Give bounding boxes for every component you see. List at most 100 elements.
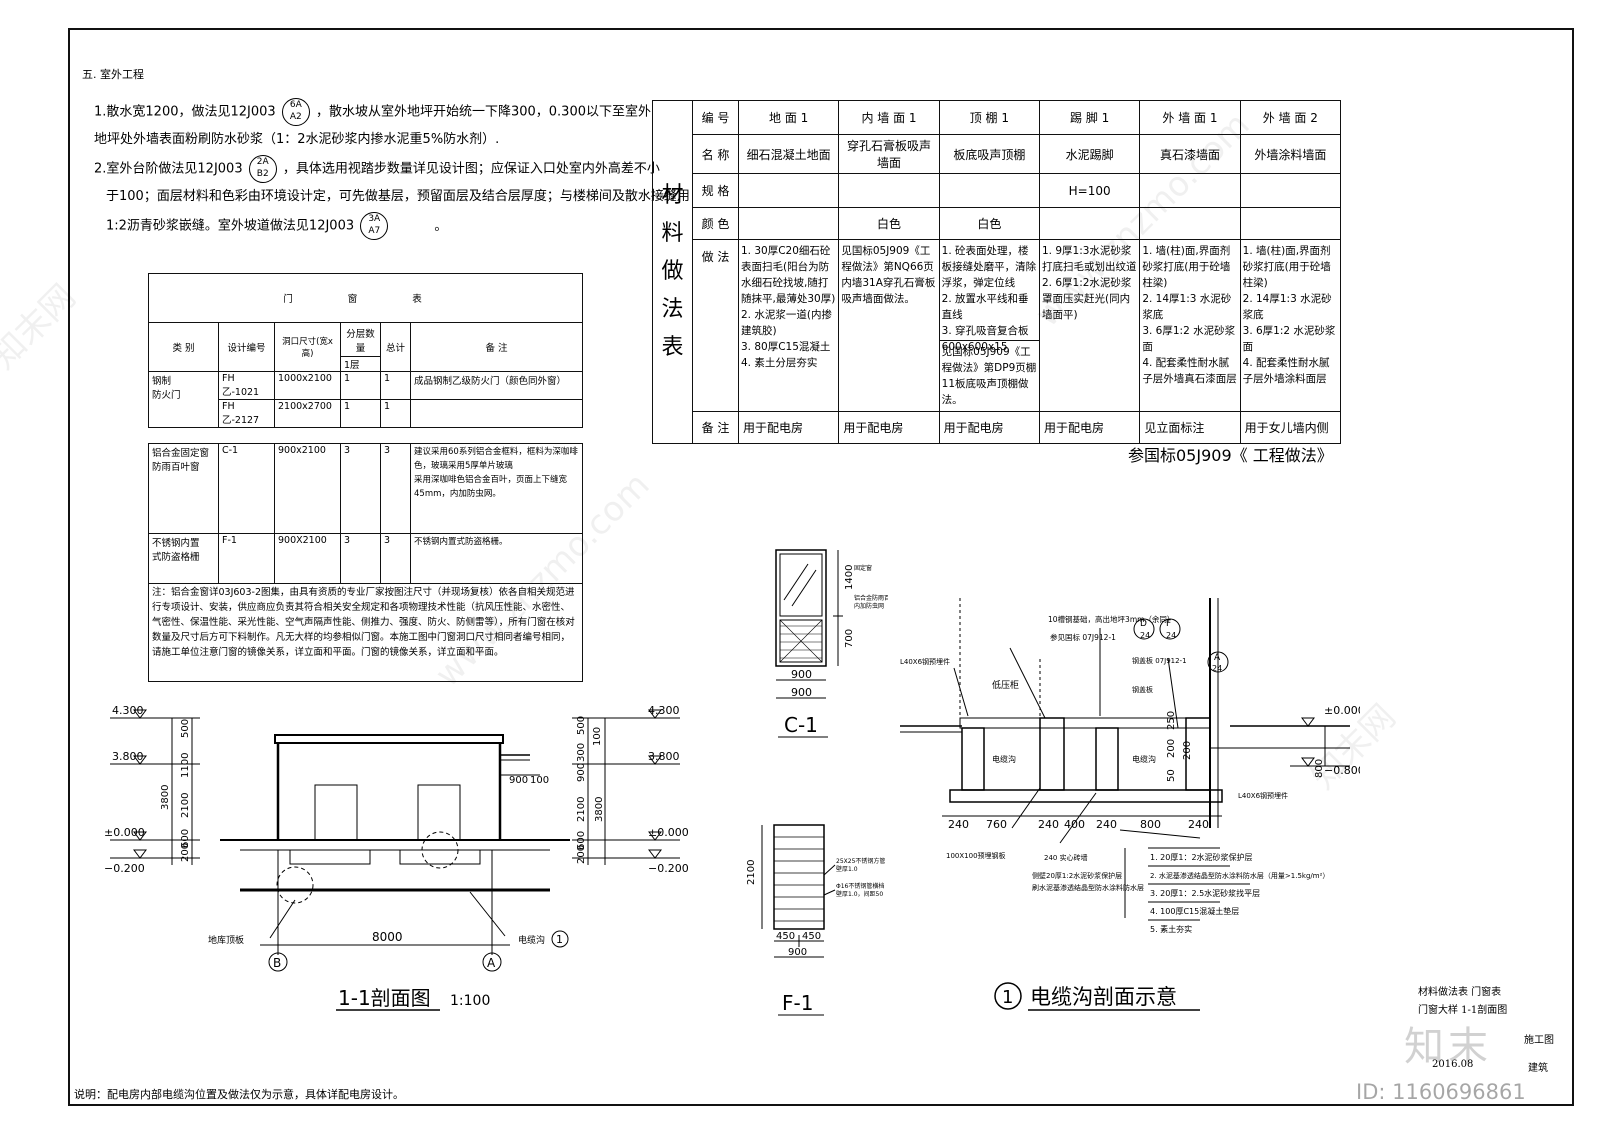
material-table-footnote: 参国标05J909《 工程做法》 xyxy=(1128,446,1333,465)
door-table-note: 注：铝合金窗详03J603-2图集，由具有资质的专业厂家按图注尺寸（并现场复核）… xyxy=(148,583,583,682)
column-color: 白色 xyxy=(938,207,1040,240)
column-method: 1. 墙(柱)面,界面剂砂浆打底(用于砼墙柱梁) 2. 14厚1:3 水泥砂浆底… xyxy=(1239,239,1342,412)
door-row-total: 1 xyxy=(380,399,411,428)
cable-label: L40X6钢预埋件 xyxy=(900,657,950,666)
door-row-total: 3 xyxy=(380,443,411,534)
cable-label: 低压柜 xyxy=(992,679,1019,691)
grille-f1-drawing: 2100 450 450 900 25X25不锈钢方管 壁厚1.0 Φ16不锈钢… xyxy=(746,824,885,1016)
column-method: 1. 30厚C20细石砼表面扫毛(阳台为防水细石砼找坡,随打随抹平,最薄处30厚… xyxy=(737,239,840,412)
titleblock-discipline: 建筑 xyxy=(1528,1063,1548,1074)
column-spec xyxy=(1139,173,1241,208)
cable-label: 钢盖板 07J912-1 xyxy=(1132,656,1187,665)
window-c1-drawing: 1400 700 900 900 固定窗 铝合金防雨百叶 内加防虫网 C-1 xyxy=(775,549,888,738)
outdoor-line: 地坪处外墙表面粉刷防水砂浆（1：2水泥砂浆内掺水泥重5%防水剂）. xyxy=(94,132,500,147)
column-no: 顶 棚 1 xyxy=(938,100,1040,135)
dim-label: 3800 xyxy=(160,785,171,810)
column-remark: 见立面标注 xyxy=(1139,411,1241,444)
door-row-note: 不锈钢内置式防盗格栅。 xyxy=(410,533,583,584)
elev-label: ±0.000 xyxy=(648,826,689,839)
dim-label: 50 xyxy=(1166,769,1177,782)
dim-label: 200 xyxy=(1166,739,1177,758)
dim-label: 900 xyxy=(791,686,812,699)
ref-bubble-text: A xyxy=(1214,653,1221,663)
dim-label: 800 xyxy=(1314,759,1325,778)
door-table-header: 设计编号 xyxy=(218,322,275,372)
dim-label: 240 xyxy=(1038,818,1059,831)
dim-label: 250 xyxy=(1166,711,1177,730)
door-row-qty: 1 xyxy=(340,399,381,428)
cable-label: 侧壁20厚1:2水泥砂浆保护层 xyxy=(1032,871,1122,880)
column-no: 踢 脚 1 xyxy=(1038,100,1141,135)
column-name: 外墙涂料墙面 xyxy=(1239,134,1342,174)
ref-bubble-text: F xyxy=(1166,619,1171,629)
door-table-header: 总计 xyxy=(380,322,411,372)
elev-label: 4.300 xyxy=(648,704,680,717)
door-row-category: 不锈钢内置 式防盗格栅 xyxy=(148,533,219,584)
dim-label: 100 xyxy=(530,775,549,786)
door-row-size: 1000x2100 xyxy=(274,371,341,400)
outdoor-line: 于100；面层材料和色彩由环境设计定，可先做基层，预留面层及结合层厚度；与楼梯间… xyxy=(106,189,690,204)
column-color xyxy=(737,207,840,240)
dim-label: 400 xyxy=(1064,818,1085,831)
door-row-qty: 1 xyxy=(340,371,381,400)
dim-label: 8000 xyxy=(372,930,403,944)
ref-bubble-text: 24 xyxy=(1140,631,1150,640)
header-spec: 规 格 xyxy=(692,173,739,208)
column-spec xyxy=(838,173,940,208)
door-row-code: F-1 xyxy=(218,533,275,584)
door-table-header: 分层数量 xyxy=(340,322,381,357)
f1-label: 壁厚1.0 xyxy=(836,865,858,873)
door-row-code: FH乙-2127 xyxy=(218,399,275,428)
cable-label: 电缆沟 xyxy=(1132,754,1156,764)
dim-label: 240 xyxy=(1096,818,1117,831)
column-method: 见国标05J909《工程做法》第NQ66页内墙31A穿孔石膏板吸声墙面做法。 xyxy=(838,239,940,412)
ref-bubble-text: 24 xyxy=(1212,664,1222,673)
door-window-table: 门 窗 表 类 别 设计编号 洞口尺寸(宽x高) 分层数量 总计 备 注 1层 … xyxy=(148,273,583,682)
column-remark: 用于配电房 xyxy=(938,411,1040,444)
column-name: 水泥踢脚 xyxy=(1038,134,1141,174)
drawing-frame xyxy=(68,28,1574,1106)
column-no: 内 墙 面 1 xyxy=(838,100,940,135)
f1-label: 25X25不锈钢方管 xyxy=(836,857,885,865)
dim-label: 900 xyxy=(791,668,812,681)
column-method: 1. 9厚1:3水泥砂浆打底扫毛或划出纹道 2. 6厚1:2水泥砂浆罩面压实赶光… xyxy=(1038,239,1141,412)
footer-note: 说明：配电房内部电缆沟位置及做法仅为示意，具体详配电房设计。 xyxy=(74,1088,404,1101)
column-name: 板底吸声顶棚 xyxy=(938,134,1040,174)
titleblock-line: 材料做法表 门窗表 xyxy=(1418,987,1502,998)
column-method: 1. 砼表面处理，楼板接缝处磨平，清除浮浆，弹定位线 2. 放置水平线和垂直线 … xyxy=(938,239,1040,412)
outdoor-heading: 五. 室外工程 xyxy=(82,68,144,81)
c1-label: 固定窗 xyxy=(854,564,872,572)
elev-label: 4.300 xyxy=(112,704,144,717)
header-method: 做 法 xyxy=(692,239,739,412)
dim-label: 500 xyxy=(576,716,587,735)
dim-label: 600 xyxy=(180,829,191,848)
door-table-header: 洞口尺寸(宽x高) xyxy=(274,322,341,372)
cable-detail-no: 1 xyxy=(1002,987,1013,1008)
dim-label: 800 xyxy=(1140,818,1161,831)
column-name: 穿孔石膏板吸声墙面 xyxy=(838,134,940,174)
elev-label: −0.200 xyxy=(648,862,689,875)
column-name: 真石漆墙面 xyxy=(1139,134,1241,174)
dim-label: 2100 xyxy=(746,860,757,885)
door-row-category: 铝合金固定窗 防雨百叶窗 xyxy=(148,443,219,534)
door-table-header: 备 注 xyxy=(410,322,583,372)
dim-label: 900 xyxy=(576,763,587,782)
column-color xyxy=(1038,207,1141,240)
dim-label: 760 xyxy=(986,818,1007,831)
dim-label: 1400 xyxy=(844,565,855,590)
dim-label: 240 xyxy=(948,818,969,831)
column-spec xyxy=(737,173,840,208)
layer-item: 4. 100厚C15混凝土垫层 xyxy=(1150,906,1239,916)
door-row-total: 1 xyxy=(380,371,411,400)
dim-label: 900 xyxy=(788,947,807,958)
label-trench: 电缆沟 xyxy=(518,934,545,946)
cable-label: L40X6钢预埋件 xyxy=(1238,791,1288,800)
layer-item: 5. 素土夯实 xyxy=(1150,924,1192,934)
dim-label: 450 xyxy=(802,931,821,942)
dim-label: 100 xyxy=(592,727,603,746)
column-remark: 用于配电房 xyxy=(838,411,940,444)
detail-ref: 1 xyxy=(556,933,563,946)
section-scale: 1:100 xyxy=(450,993,490,1009)
